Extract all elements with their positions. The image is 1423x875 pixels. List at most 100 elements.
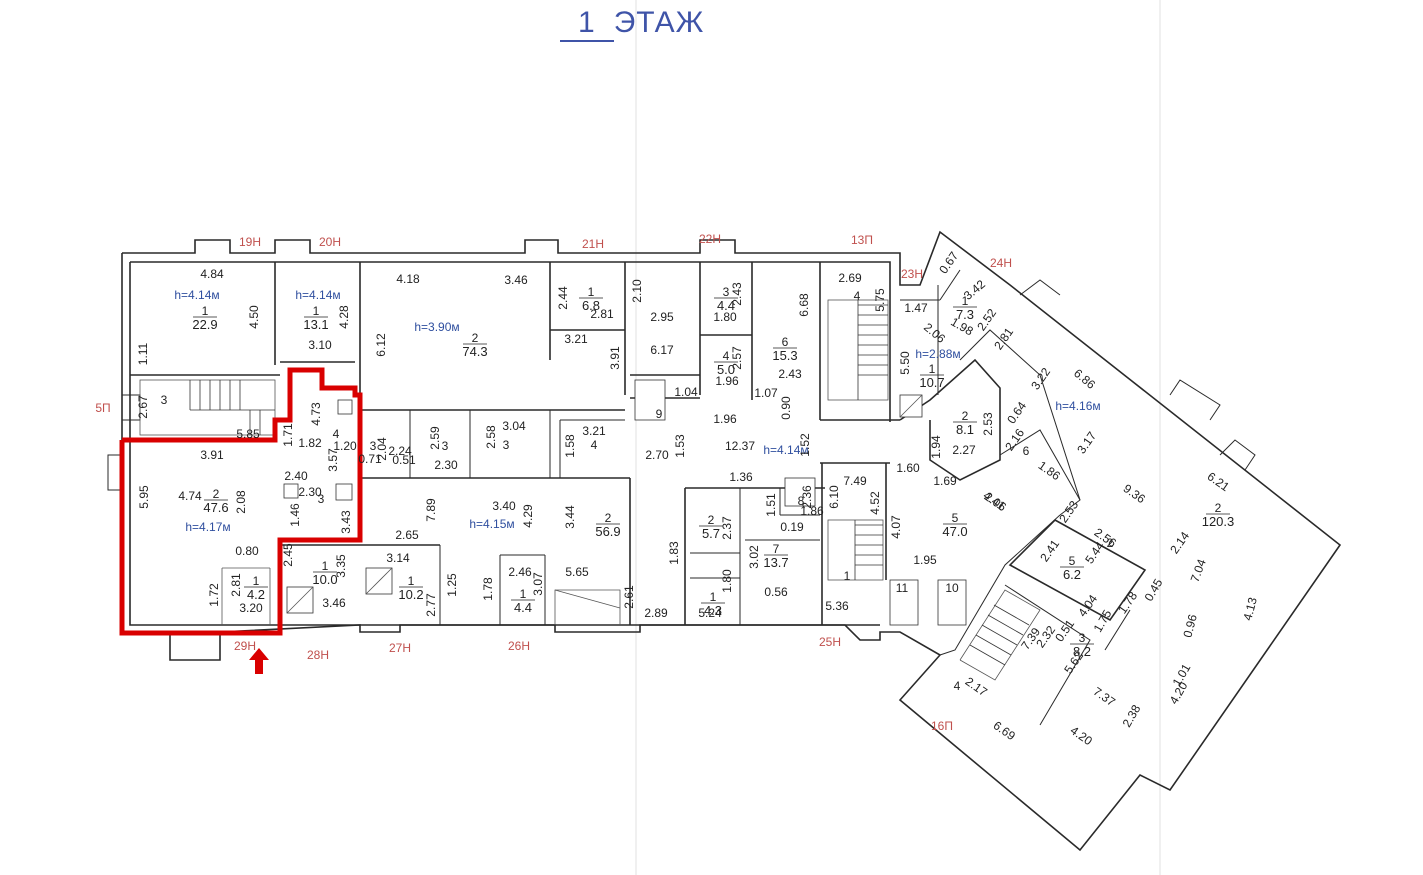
height-label: h=4.16м	[1055, 399, 1100, 413]
dimension-label: 4.73	[309, 402, 323, 426]
dimension-label: 1.52	[798, 433, 812, 457]
axis-label: 26Н	[508, 639, 530, 653]
height-label: h=4.17м	[185, 520, 230, 534]
dimension-label: 5.85	[236, 427, 260, 441]
room-labels: 122.9113.1274.316.834.445.0615.3110.717.…	[192, 285, 1234, 659]
room-area: 22.9	[192, 317, 217, 332]
shaft-box	[889, 579, 919, 626]
dimension-label: 7.37	[1091, 684, 1118, 709]
dimension-label: 4.52	[868, 491, 882, 515]
dimension-label: 1.47	[904, 301, 928, 315]
room-number: 2	[962, 409, 969, 423]
room-number: 3	[503, 438, 510, 452]
room-area: 5.0	[717, 362, 735, 377]
room-label: 17.3	[953, 294, 977, 322]
highlighted-area	[119, 367, 363, 636]
room-area: 10.2	[398, 587, 423, 602]
dimension-label: 1.69	[933, 474, 957, 488]
axis-label: 16П	[931, 719, 953, 733]
room-number: 1	[313, 304, 320, 318]
room-number: 4	[723, 349, 730, 363]
dimension-label: 3.43	[339, 510, 353, 534]
stair-center	[827, 519, 884, 581]
dimension-label: 1.96	[713, 412, 737, 426]
dimension-label: 3.21	[582, 424, 606, 438]
axis-label: 27Н	[389, 641, 411, 655]
dimension-label: 2.89	[644, 606, 668, 620]
dimension-label: 2.52	[974, 306, 999, 333]
dimension-label: 3.44	[563, 505, 577, 529]
dimension-label: 4.18	[396, 272, 420, 286]
room-label: 110.0	[312, 559, 337, 587]
room-area: 7.3	[956, 307, 974, 322]
room-label: 25.7	[699, 513, 723, 541]
dimension-label: 7.89	[424, 498, 438, 522]
dimension-label: 1.71	[281, 423, 295, 447]
dimension-label: 9.36	[1121, 481, 1148, 506]
dimension-label: 2.77	[424, 593, 438, 617]
room-number: 2	[1215, 501, 1222, 515]
dimension-label: 1.95	[913, 553, 937, 567]
dimension-label: 1.83	[667, 541, 681, 565]
room-label: 256.9	[595, 511, 620, 539]
room-number: 1	[844, 569, 851, 583]
room-area: 74.3	[462, 344, 487, 359]
dimension-label: 1.20	[333, 439, 357, 453]
room-number: 2	[1107, 536, 1114, 550]
dimension-label: 0.45	[1142, 576, 1166, 604]
dimension-label: 0.90	[779, 396, 793, 420]
room-number: 2	[605, 511, 612, 525]
dimension-label: 3.91	[608, 346, 622, 370]
room-number: 3	[318, 492, 325, 506]
wc-fixture	[784, 477, 816, 507]
dimension-label: 1.96	[715, 374, 739, 388]
dimension-label: 0.67	[936, 249, 961, 276]
room-number: 5	[1069, 554, 1076, 568]
dimension-label: 2.70	[645, 448, 669, 462]
axis-label: 21Н	[582, 237, 604, 251]
room-area: 56.9	[595, 524, 620, 539]
room-number: 1	[202, 304, 209, 318]
room-label: 28.1	[953, 409, 977, 437]
dimension-label: 2.10	[630, 279, 644, 303]
dimension-label: 1.07	[754, 386, 778, 400]
dimension-label: 1.60	[896, 461, 920, 475]
dimension-label: 4.74	[178, 489, 202, 503]
dimension-label: 2.67	[136, 395, 150, 419]
dimension-label: 2.57	[730, 346, 744, 370]
dimension-label: 2.58	[484, 425, 498, 449]
dimension-label: 3.02	[747, 545, 761, 569]
dimension-label: 3.57	[326, 448, 340, 472]
dimension-label: 2.43	[778, 367, 802, 381]
dimension-label: 2.27	[952, 443, 976, 457]
room-area: 8.2	[1073, 644, 1091, 659]
room-label: 615.3	[772, 335, 797, 363]
dimension-label: 2.81	[991, 325, 1016, 352]
dimension-label: 0.71	[358, 452, 382, 466]
room-number: 4	[591, 438, 598, 452]
room-area: 15.3	[772, 348, 797, 363]
dimension-label: 0.80	[235, 544, 259, 558]
room-area: 8.1	[956, 422, 974, 437]
room-label: 122.9	[192, 304, 217, 332]
axis-label: 20Н	[319, 235, 341, 249]
room-number: 1	[322, 559, 329, 573]
dimension-label: 3.17	[1074, 429, 1099, 456]
room-area: 4.4	[717, 298, 735, 313]
room-area: 120.3	[1202, 514, 1235, 529]
room-label: 713.7	[763, 542, 788, 570]
building-walls	[107, 230, 1342, 852]
dimension-label: 2.69	[838, 271, 862, 285]
room-number: 2	[213, 487, 220, 501]
room-number: 6	[1023, 444, 1030, 458]
room-area: 4.3	[704, 603, 722, 618]
room-number: 1	[520, 587, 527, 601]
dimension-label: 4.28	[337, 305, 351, 329]
dimension-label: 4.20	[1068, 723, 1095, 748]
dimension-label: 3.14	[386, 551, 410, 565]
axis-label: 25Н	[819, 635, 841, 649]
